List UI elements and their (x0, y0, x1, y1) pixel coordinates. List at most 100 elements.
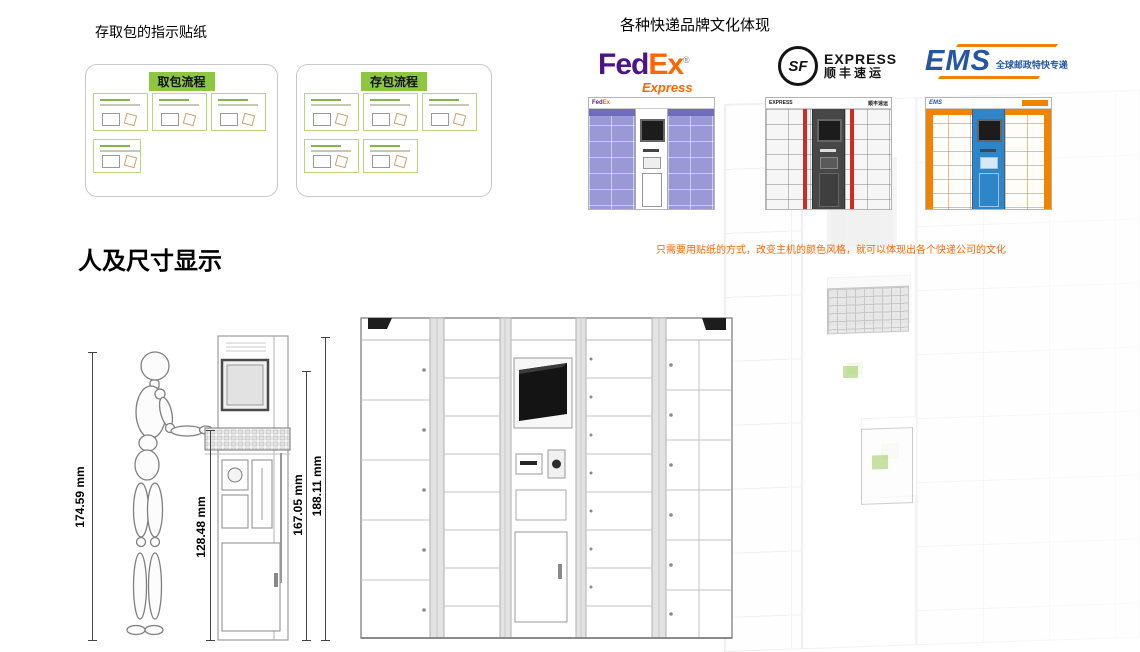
console-scanner (980, 157, 998, 169)
instruction-card (304, 139, 359, 173)
locker-doors-right (845, 109, 891, 209)
card-illustration (313, 155, 331, 168)
sf-chinese-name: 顺丰速运 (824, 66, 885, 81)
ems-wordmark: EMS (925, 45, 991, 77)
instruction-card (211, 93, 266, 131)
ghost-printer-highlight (861, 427, 913, 505)
console-screen (640, 119, 665, 142)
ems-locker-machine: EMS (925, 97, 1052, 210)
console-slot (520, 461, 537, 465)
machine-brand-label: EXPRESS (769, 100, 793, 106)
console-scanner-lens (552, 459, 561, 469)
fedex-logo: FedEx® Express (598, 48, 693, 95)
brand-caption-text: 只需要用贴纸的方式，改变主机的颜色风格，就可以体现出各个快递公司的文化 (656, 245, 1006, 256)
sf-express-wordmark: EXPRESS (824, 51, 898, 68)
card-illustration (372, 113, 390, 126)
deposit-flow-header: 存包流程 (360, 72, 428, 91)
console-slot (643, 149, 659, 152)
console-lower-door (819, 173, 839, 207)
dimension-label-cabinet-height: 188.11 mm (310, 455, 324, 517)
card-illustration (102, 155, 120, 168)
locker-doors-right (668, 109, 714, 209)
machine-brand-label: Fed (592, 100, 603, 106)
dimension-label-keyboard-height: 128.48 mm (194, 496, 208, 558)
console-compartment (515, 489, 567, 521)
cabinet-scanner-lens (227, 467, 243, 483)
locker-door-rows (361, 340, 731, 638)
pickup-flow-panel: 取包流程 (85, 64, 278, 197)
cabinet-lower-door (221, 542, 281, 632)
brand-stripe (1044, 109, 1051, 209)
pickup-flow-header: 取包流程 (148, 72, 215, 91)
deposit-flow-panel: 存包流程 (296, 64, 492, 197)
machine-brand-label: 顺丰速运 (867, 100, 888, 107)
locker-doors-left (589, 109, 635, 209)
console-column (812, 109, 845, 209)
console-slot (980, 149, 996, 152)
dimension-line-cabinet-height (321, 337, 330, 641)
ems-stripe (955, 44, 1059, 47)
ghost-keyboard-highlight (827, 285, 909, 335)
top-cap-left (368, 318, 392, 329)
card-illustration (102, 113, 120, 126)
cabinet-door-handle (274, 573, 278, 587)
sf-circle-mark: SF (778, 46, 818, 86)
console-slot (820, 149, 836, 152)
instruction-card (93, 93, 148, 131)
dimension-label-human-height: 174.59 mm (73, 466, 87, 528)
mannequin-forearm (170, 425, 204, 437)
locker-doors-left (766, 109, 812, 209)
sf-locker-machine: EXPRESS 顺丰速运 (765, 97, 892, 210)
instruction-card (93, 139, 141, 173)
instruction-card (152, 93, 207, 131)
fedex-wordmark-ex: Ex (648, 48, 684, 81)
card-illustration (372, 155, 390, 168)
fedex-express-subtext: Express (642, 80, 693, 95)
machine-brand-label: EMS (929, 100, 943, 106)
dimension-line-human-height (88, 352, 97, 641)
cabinet-keyboard (204, 427, 291, 451)
console-screen (817, 119, 842, 142)
stickers-section-title: 存取包的指示贴纸 (95, 24, 207, 40)
console-scanner (820, 157, 838, 169)
cabinet-screen (226, 364, 264, 406)
dimension-line-screen-height (302, 371, 311, 641)
ems-stripe (937, 75, 1041, 79)
console-scanner (643, 157, 661, 169)
human-figure (126, 351, 214, 636)
mannequin-head (140, 351, 170, 381)
dimensions-section-title: 人及尺寸显示 (78, 248, 222, 275)
dimension-line-keyboard-height (206, 430, 215, 641)
card-illustration (161, 113, 179, 126)
brand-stripe (850, 109, 854, 209)
console-lower-door (642, 173, 662, 207)
registered-mark: ® (683, 55, 690, 65)
instruction-card (304, 93, 359, 131)
fedex-wordmark-fed: Fed (598, 48, 649, 81)
instruction-card (363, 139, 418, 173)
console-screen (977, 119, 1002, 142)
brand-stripe (926, 109, 933, 209)
console-column (635, 109, 668, 209)
door-handles (422, 357, 673, 616)
console-column (972, 109, 1005, 209)
cabinet-printer-box (221, 494, 249, 529)
brand-stripe (803, 109, 807, 209)
dimension-label-screen-height: 167.05 mm (291, 474, 305, 536)
console-screen (519, 363, 567, 421)
ems-chinese-name: 全球邮政特快专递 (995, 59, 1068, 70)
brands-section-title: 各种快递品牌文化体现 (620, 17, 771, 34)
machine-header: EXPRESS 顺丰速运 (766, 98, 891, 109)
card-illustration (313, 113, 331, 126)
console-door-handle (558, 564, 562, 579)
instruction-card (422, 93, 477, 131)
main-locker-front-view (360, 317, 733, 639)
sf-express-logo: SF EXPRESS 顺丰速运 (778, 46, 897, 86)
card-illustration (431, 113, 449, 126)
card-illustration (220, 113, 238, 126)
locker-doors-left (926, 109, 972, 209)
ems-logo: EMS 全球邮政特快专递 (925, 44, 1095, 79)
